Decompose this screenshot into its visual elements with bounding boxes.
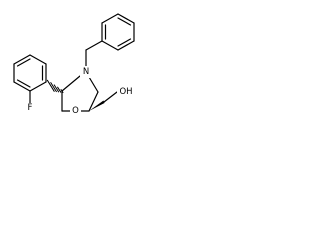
- bond-ph-3: [117, 13, 135, 24]
- atom-n: N: [83, 67, 89, 77]
- atom-oh: OH: [119, 87, 132, 97]
- bond-ph-2: [101, 13, 119, 24]
- bond-c5-n4: [61, 75, 81, 92]
- bond-ph-3-double: [117, 17, 132, 26]
- benzyl-phenyl-ring: [101, 13, 135, 51]
- atom-f: F: [28, 103, 33, 113]
- bond-ph-6: [101, 40, 119, 51]
- bond-fph-3-double: [16, 58, 31, 67]
- bond-fph-5: [13, 81, 31, 92]
- bond-fph-2: [29, 54, 47, 65]
- bond-c3-c2: [88, 91, 99, 112]
- bond-ch2-oh: [103, 91, 118, 103]
- bond-fph-5-double: [16, 79, 31, 88]
- atom-o-ring: O: [72, 106, 79, 116]
- bond-ph-5: [117, 40, 135, 51]
- structure-canvas: N O F OH: [0, 0, 152, 152]
- bond-ph-5-double: [117, 38, 132, 47]
- bond-fph-6: [29, 81, 47, 92]
- fluorophenyl-ring: [13, 54, 47, 104]
- bond-ch2-ph: [85, 40, 103, 51]
- bond-fph-3: [13, 54, 31, 65]
- hash-bond-c5-aryl: [46, 79, 64, 93]
- wedge-bond-c2-ch2: [89, 100, 105, 111]
- molecule-diagram: N O F OH: [13, 13, 135, 117]
